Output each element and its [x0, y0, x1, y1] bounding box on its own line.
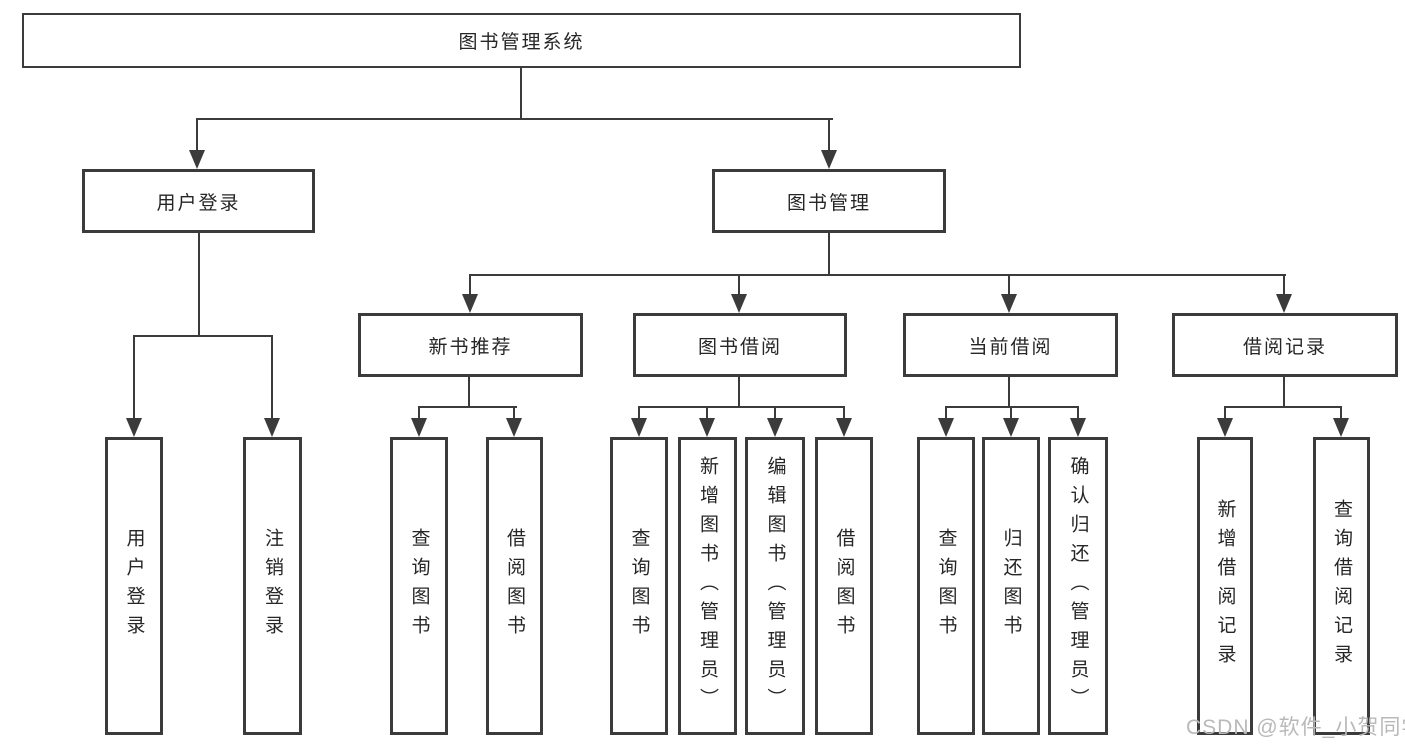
- leaf-logout: 注销登录: [243, 437, 302, 735]
- arrow-down-icon: [1276, 294, 1292, 313]
- connector-line: [133, 335, 135, 419]
- connector-line: [418, 406, 517, 408]
- node-label: 图书管理: [786, 192, 871, 214]
- node-label: 用户登录: [156, 192, 241, 214]
- leaf-query-books-borrow: 查询图书: [610, 437, 668, 735]
- connector-line: [468, 377, 470, 406]
- connector-line: [1283, 377, 1285, 406]
- arrow-down-icon: [506, 418, 522, 437]
- node-label: 图书管理系统: [458, 32, 585, 53]
- arrow-down-icon: [264, 418, 280, 437]
- arrow-down-icon: [767, 418, 783, 437]
- arrow-down-icon: [1070, 418, 1086, 437]
- node-label: 图书借阅: [697, 336, 782, 358]
- node-label: 新书推荐: [428, 336, 513, 358]
- node-borrowing-records: 借阅记录: [1172, 313, 1398, 377]
- connector-line: [1224, 406, 1342, 408]
- leaf-label: 借阅图书: [833, 528, 855, 644]
- arrow-down-icon: [1001, 294, 1017, 313]
- arrow-down-icon: [699, 418, 715, 437]
- connector-line: [418, 406, 420, 420]
- node-label: 当前借阅: [968, 336, 1053, 358]
- connector-line: [738, 377, 740, 406]
- connector-line: [738, 274, 740, 296]
- leaf-label: 查询图书: [628, 528, 650, 644]
- leaf-borrow-books: 借阅图书: [815, 437, 873, 735]
- leaf-query-books-recommend: 查询图书: [390, 437, 448, 735]
- connector-line: [469, 274, 1286, 276]
- csdn-watermark: CSDN @软件_小贺同学: [1186, 716, 1405, 739]
- node-user-login: 用户登录: [82, 169, 315, 233]
- leaf-label: 注销登录: [262, 528, 283, 644]
- connector-line: [945, 406, 947, 420]
- node-new-book-recommendation: 新书推荐: [358, 313, 583, 377]
- leaf-confirm-return-admin: 确认归还（管理员）: [1048, 437, 1108, 735]
- leaf-return-books: 归还图书: [982, 437, 1040, 735]
- connector-line: [133, 335, 273, 337]
- connector-line: [520, 68, 522, 118]
- node-label: 借阅记录: [1242, 336, 1327, 358]
- connector-line: [1224, 406, 1226, 420]
- leaf-add-borrow-record: 新增借阅记录: [1197, 437, 1253, 735]
- node-book-management: 图书管理: [712, 169, 946, 233]
- connector-line: [945, 406, 1079, 408]
- arrow-down-icon: [126, 418, 142, 437]
- connector-line: [843, 406, 845, 420]
- connector-line: [513, 406, 515, 420]
- connector-line: [196, 118, 198, 152]
- arrow-down-icon: [462, 294, 478, 313]
- node-current-borrowing: 当前借阅: [903, 313, 1118, 377]
- arrow-down-icon: [1333, 418, 1349, 437]
- connector-line: [1008, 377, 1010, 406]
- connector-line: [828, 118, 830, 152]
- leaf-edit-books-admin: 编辑图书（管理员）: [745, 437, 805, 735]
- arrow-down-icon: [836, 418, 852, 437]
- node-book-borrowing: 图书借阅: [633, 313, 847, 377]
- connector-line: [196, 118, 833, 120]
- arrow-down-icon: [731, 294, 747, 313]
- connector-line: [706, 406, 708, 420]
- arrow-down-icon: [189, 150, 205, 169]
- arrow-down-icon: [821, 150, 837, 169]
- connector-line: [1008, 274, 1010, 296]
- leaf-label: 新增借阅记录: [1214, 499, 1236, 673]
- arrow-down-icon: [631, 418, 647, 437]
- connector-line: [271, 335, 273, 419]
- leaf-borrow-books-recommend: 借阅图书: [486, 437, 543, 735]
- connector-line: [1340, 406, 1342, 420]
- connector-line: [198, 233, 200, 335]
- connector-line: [1010, 406, 1012, 420]
- node-library-management-system: 图书管理系统: [22, 13, 1021, 68]
- arrow-down-icon: [1217, 418, 1233, 437]
- leaf-query-borrow-record: 查询借阅记录: [1313, 437, 1370, 735]
- connector-line: [1283, 274, 1285, 296]
- connector-line: [638, 406, 640, 420]
- connector-line: [469, 274, 471, 296]
- connector-line: [1077, 406, 1079, 420]
- leaf-query-books-current: 查询图书: [917, 437, 975, 735]
- connector-line: [828, 233, 830, 274]
- arrow-down-icon: [1003, 418, 1019, 437]
- leaf-label: 查询图书: [935, 528, 957, 644]
- leaf-label: 确认归还（管理员）: [1067, 455, 1089, 717]
- arrow-down-icon: [938, 418, 954, 437]
- leaf-add-books-admin: 新增图书（管理员）: [678, 437, 737, 735]
- arrow-down-icon: [411, 418, 427, 437]
- leaf-label: 新增图书（管理员）: [697, 455, 718, 717]
- leaf-label: 查询借阅记录: [1331, 499, 1352, 673]
- connector-line: [774, 406, 776, 420]
- leaf-label: 借阅图书: [504, 528, 525, 644]
- leaf-label: 归还图书: [1000, 528, 1022, 644]
- leaf-label: 编辑图书（管理员）: [764, 455, 786, 717]
- leaf-user-login: 用户登录: [105, 437, 163, 735]
- leaf-label: 用户登录: [123, 528, 145, 644]
- connector-line: [638, 406, 845, 408]
- leaf-label: 查询图书: [408, 528, 430, 644]
